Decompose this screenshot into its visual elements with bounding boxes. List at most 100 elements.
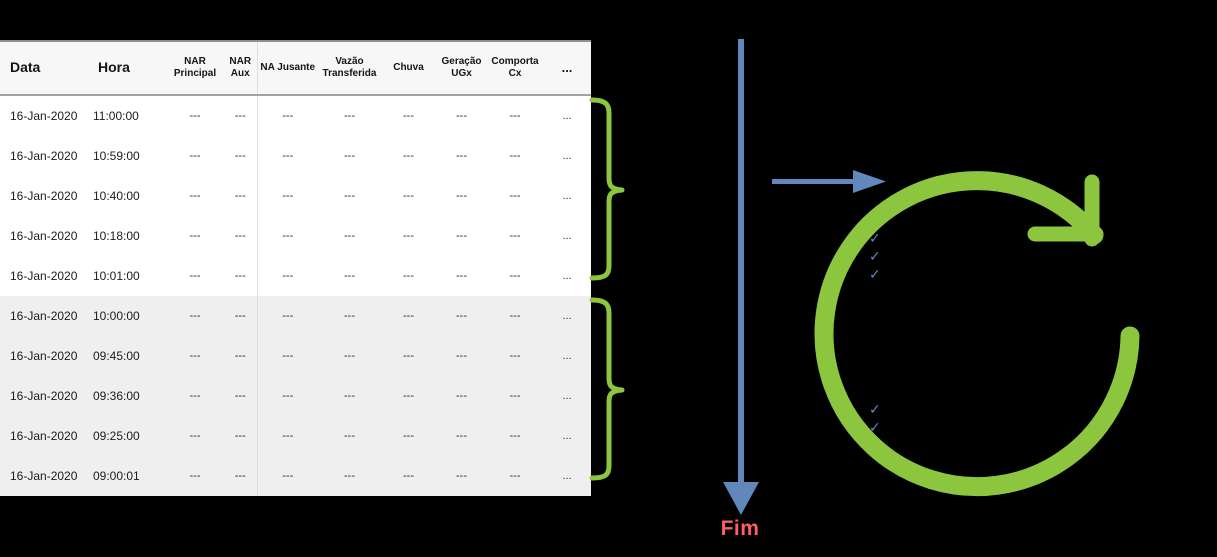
date-cell: 16-Jan-2020 [0,376,88,416]
arrow-head [853,170,886,193]
value-cell: --- [166,176,224,216]
value-cell: ... [543,256,591,296]
value-cell: --- [256,216,318,256]
checkmark-icon: ✓ [869,420,881,436]
value-cell: --- [381,136,436,176]
value-cell: --- [166,336,224,376]
value-cell: --- [318,376,381,416]
value-cell: --- [224,176,257,216]
value-cell: --- [381,296,436,336]
value-cell: --- [487,95,543,136]
value-cell: --- [166,216,224,256]
value-cell: ... [543,95,591,136]
value-cell: --- [487,136,543,176]
value-cell: --- [487,336,543,376]
value-cell: --- [224,376,257,416]
value-cell: --- [318,456,381,496]
bracket-path [589,97,625,281]
time-cell: 09:25:00 [88,416,166,456]
value-cell: --- [318,136,381,176]
value-cell: --- [318,256,381,296]
time-cell: 09:00:01 [88,456,166,496]
value-cell: --- [436,216,487,256]
checkmark-group-bottom: ✓✓ [869,402,881,436]
value-cell: --- [436,136,487,176]
date-cell: 16-Jan-2020 [0,456,88,496]
date-cell: 16-Jan-2020 [0,136,88,176]
value-cell: ... [543,136,591,176]
row-group-bracket-bottom [589,297,625,481]
time-cell: 11:00:00 [88,95,166,136]
value-cell: ... [543,456,591,496]
value-cell: ... [543,296,591,336]
value-cell: --- [487,176,543,216]
checkmark-icon: ✓ [869,267,881,283]
value-cell: --- [256,296,318,336]
value-cell: ... [543,336,591,376]
value-cell: --- [224,296,257,336]
time-cell: 09:36:00 [88,376,166,416]
time-cell: 10:59:00 [88,136,166,176]
value-cell: --- [166,136,224,176]
value-cell: --- [224,336,257,376]
value-cell: --- [256,336,318,376]
end-label: Fim [720,517,760,540]
value-cell: --- [256,256,318,296]
time-cell: 10:00:00 [88,296,166,336]
value-cell: --- [256,376,318,416]
value-cell: --- [487,256,543,296]
loop-arc [814,171,1140,497]
date-cell: 16-Jan-2020 [0,95,88,136]
row-group-bracket-top [589,97,625,281]
value-cell: --- [224,416,257,456]
value-cell: --- [381,456,436,496]
column-header: NA Jusante [256,40,318,96]
value-cell: --- [166,456,224,496]
value-cell: --- [436,416,487,456]
value-cell: ... [543,216,591,256]
value-cell: --- [381,216,436,256]
value-cell: --- [166,95,224,136]
value-cell: --- [318,216,381,256]
value-cell: --- [256,456,318,496]
arrow-head [723,482,759,515]
value-cell: --- [256,136,318,176]
right-arrow-icon [772,170,886,193]
value-cell: --- [436,296,487,336]
time-cell: 10:18:00 [88,216,166,256]
column-header: NAR Principal [166,40,224,96]
value-cell: --- [381,176,436,216]
loop-arrow-head [1027,174,1104,247]
value-cell: --- [224,136,257,176]
arrow-shaft [772,179,855,184]
value-cell: --- [224,256,257,296]
column-header: Hora [88,40,166,96]
checkmark-icon: ✓ [869,249,881,265]
checkmark-icon: ✓ [869,231,881,247]
value-cell: --- [436,95,487,136]
column-header: Data [0,40,88,96]
value-cell: --- [318,296,381,336]
arrow-shaft [738,39,744,483]
column-header: NAR Aux [224,40,257,96]
checkmark-group-top: ✓ ✓ ✓ [869,231,881,283]
value-cell: --- [487,376,543,416]
value-cell: --- [381,336,436,376]
value-cell: --- [166,376,224,416]
value-cell: --- [436,376,487,416]
value-cell: ... [543,176,591,216]
value-cell: --- [381,416,436,456]
date-cell: 16-Jan-2020 [0,176,88,216]
column-header: ... [543,40,591,96]
